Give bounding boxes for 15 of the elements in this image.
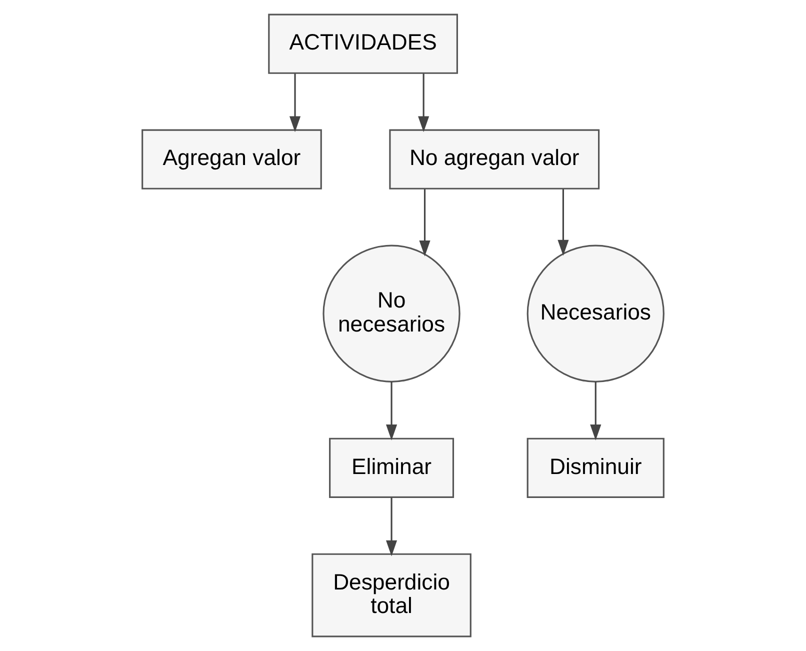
node-box: ACTIVIDADES bbox=[268, 14, 458, 74]
node-circle: No necesarios bbox=[322, 244, 460, 382]
arrow bbox=[386, 382, 398, 440]
arrow bbox=[558, 189, 569, 256]
node-circle: Necesarios bbox=[526, 244, 664, 382]
node-box: Eliminar bbox=[329, 438, 454, 498]
arrow bbox=[590, 382, 602, 440]
arrow bbox=[418, 74, 430, 132]
arrow bbox=[289, 74, 301, 132]
node-box: Disminuir bbox=[526, 438, 664, 498]
arrow bbox=[386, 497, 398, 556]
arrow bbox=[419, 189, 430, 256]
node-box: Desperdicio total bbox=[312, 553, 472, 638]
node-box: Agregan valor bbox=[142, 129, 322, 190]
node-box: No agregan valor bbox=[389, 129, 600, 190]
